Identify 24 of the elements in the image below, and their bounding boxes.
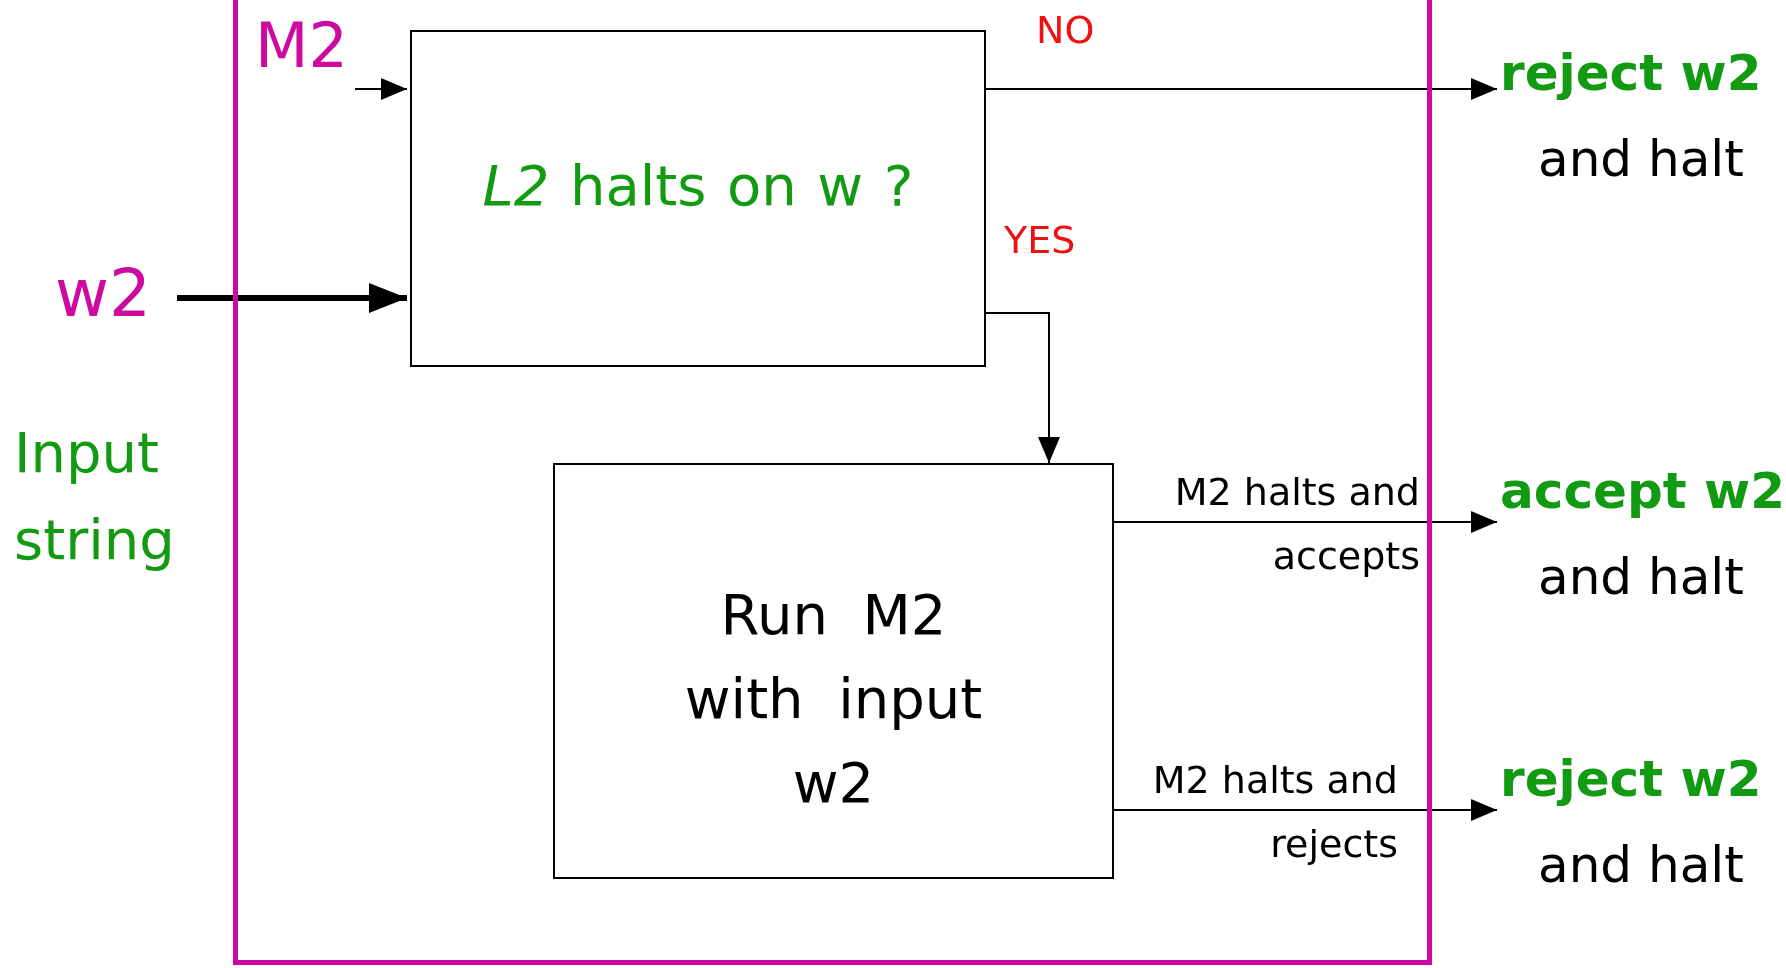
arrow bbox=[1113, 799, 1498, 821]
edge-label: M2 halts and rejects bbox=[1151, 757, 1398, 868]
box-text: Run M2 with input w2 bbox=[683, 581, 984, 817]
process-box bbox=[553, 463, 1114, 879]
input-caption: Input string bbox=[14, 419, 176, 574]
arrow bbox=[1113, 511, 1498, 533]
output-note: and halt bbox=[1538, 130, 1744, 188]
input-name: w2 bbox=[55, 255, 151, 332]
output-note: and halt bbox=[1538, 548, 1744, 606]
arrow bbox=[985, 312, 1060, 464]
box-text: L2 halts on w ? bbox=[481, 152, 915, 220]
output-decision: accept w2 bbox=[1500, 462, 1785, 520]
process-box bbox=[410, 30, 986, 367]
output-decision: reject w2 bbox=[1500, 750, 1762, 808]
arrow bbox=[177, 283, 407, 313]
edge-label: YES bbox=[1004, 218, 1076, 262]
edge-label: NO bbox=[1036, 8, 1095, 52]
edge-label: M2 halts and accepts bbox=[1173, 469, 1420, 580]
input-name: M2 bbox=[255, 9, 348, 82]
output-note: and halt bbox=[1538, 836, 1744, 894]
output-decision: reject w2 bbox=[1500, 44, 1762, 102]
machine-frame bbox=[233, 0, 1432, 965]
arrow bbox=[985, 78, 1498, 100]
arrow bbox=[354, 78, 408, 100]
